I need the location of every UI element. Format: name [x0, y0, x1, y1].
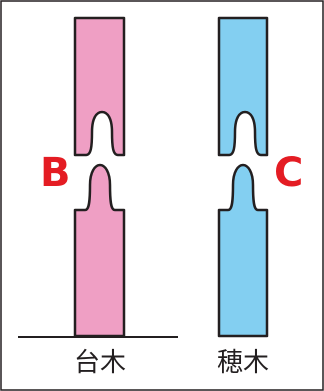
- scion-caption: 穂木: [217, 348, 269, 378]
- rootstock-letter-label: B: [40, 150, 71, 196]
- scion-upper-piece: [217, 16, 269, 157]
- scion-letter-label: C: [274, 150, 303, 196]
- rootstock-lower-piece: [73, 163, 126, 338]
- scion-lower-piece: [217, 163, 269, 338]
- rootstock-upper-piece: [73, 16, 126, 157]
- rootstock-caption: 台木: [74, 348, 126, 378]
